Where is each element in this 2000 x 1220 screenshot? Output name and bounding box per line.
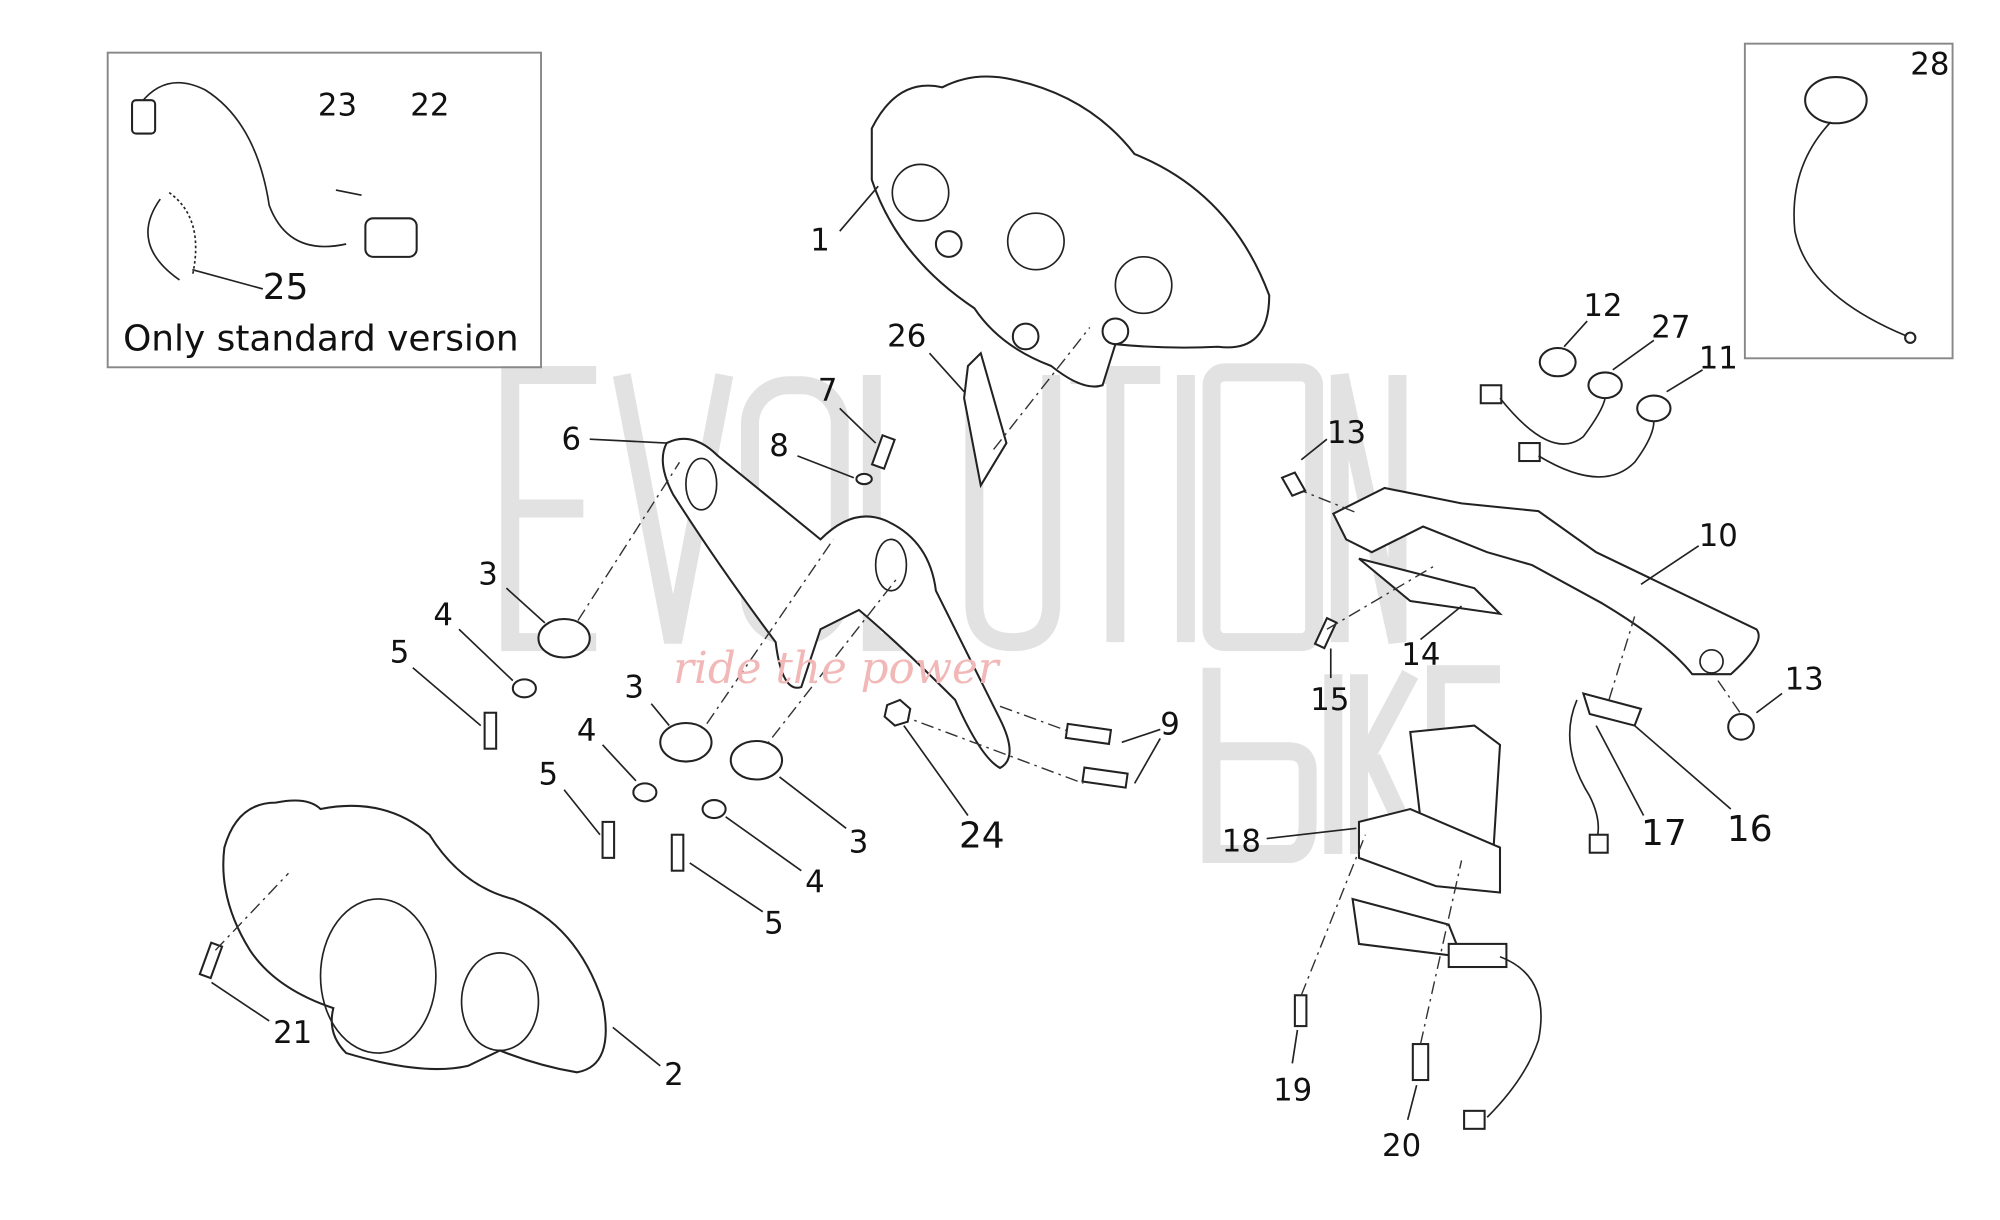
- inset-standard-version: 23 22 25 Only standard version: [106, 51, 542, 369]
- callout-8: 8: [769, 428, 789, 464]
- ignition-switch: [1351, 724, 1542, 1130]
- callout-5: 5: [538, 757, 558, 793]
- callout-13: 13: [1785, 662, 1824, 698]
- inset-part-28: 28: [1743, 42, 1954, 360]
- bulb-holders: [1479, 346, 1672, 478]
- grommet-set: [483, 461, 898, 872]
- callout-5: 5: [390, 635, 410, 671]
- callout-3: 3: [849, 825, 869, 861]
- callout-13: 13: [1327, 415, 1366, 451]
- callout-20: 20: [1382, 1128, 1421, 1164]
- instrument-panel-housing: 1: [810, 75, 1271, 388]
- rear-bracket: [1331, 486, 1760, 676]
- callout-3: 3: [624, 669, 644, 705]
- callout-6: 6: [562, 421, 582, 457]
- callout-27: 27: [1651, 310, 1690, 346]
- callout-21: 21: [273, 1015, 312, 1051]
- callout-10: 10: [1699, 518, 1738, 554]
- mounting-bracket: 6: [562, 421, 1011, 770]
- instrument-cover: [222, 799, 607, 1074]
- callout-28: 28: [1910, 46, 1949, 82]
- callout-26: 26: [887, 319, 926, 355]
- callout-17: 17: [1641, 813, 1687, 854]
- callout-9: 9: [1160, 707, 1180, 743]
- callout-4: 4: [433, 597, 453, 633]
- callout-11: 11: [1699, 341, 1738, 377]
- callout-4: 4: [805, 865, 825, 901]
- callout-16: 16: [1727, 809, 1773, 850]
- callout-5: 5: [764, 906, 784, 942]
- callout-15: 15: [1310, 682, 1349, 718]
- callout-19: 19: [1273, 1073, 1312, 1109]
- inset-note: Only standard version: [123, 319, 519, 360]
- callout-22: 22: [410, 88, 449, 124]
- callout-7: 7: [818, 373, 838, 409]
- callout-2: 2: [664, 1057, 684, 1093]
- callout-12: 12: [1583, 288, 1622, 324]
- watermark-tagline: ride the power: [673, 644, 1001, 694]
- callout-23: 23: [318, 88, 357, 124]
- callout-25: 25: [263, 267, 309, 308]
- callout-18: 18: [1222, 823, 1261, 859]
- callout-3: 3: [478, 556, 498, 592]
- callout-4: 4: [577, 713, 597, 749]
- callout-24: 24: [959, 816, 1005, 857]
- callout-1: 1: [810, 222, 830, 258]
- callout-14: 14: [1401, 637, 1440, 673]
